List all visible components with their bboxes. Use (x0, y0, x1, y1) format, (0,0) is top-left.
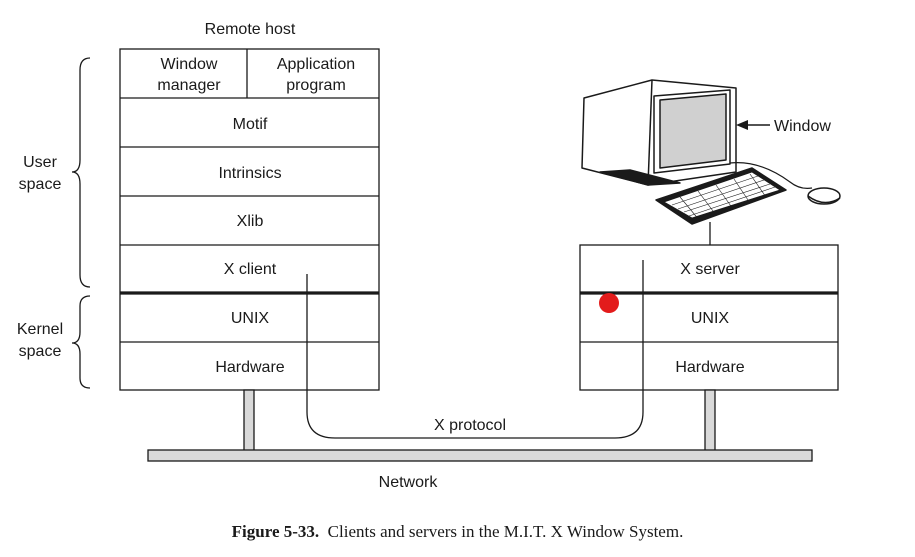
window-manager-label-1: Window (161, 56, 218, 73)
kernel-space-brace (71, 295, 91, 389)
x-server-label: X server (680, 261, 740, 278)
xlib-label: Xlib (237, 213, 264, 230)
application-program-label-1: Application (277, 56, 355, 73)
network-label: Network (379, 474, 439, 491)
kernel-space-label-2: space (19, 343, 62, 360)
intrinsics-label: Intrinsics (218, 165, 281, 182)
window-arrow-head (736, 120, 748, 130)
caption-text: Clients and servers in the M.I.T. X Wind… (327, 522, 684, 541)
hardware-right-label: Hardware (675, 359, 744, 376)
application-program-label-2: program (286, 77, 346, 94)
server-stack (579, 222, 839, 391)
figure-caption: Figure 5-33. Clients and servers in the … (0, 522, 915, 542)
network-bar (147, 449, 813, 462)
unix-right-label: UNIX (691, 310, 730, 327)
workstation-icon (581, 79, 841, 225)
kernel-space-label-1: Kernel (17, 321, 63, 338)
unix-left-label: UNIX (231, 310, 270, 327)
motif-label: Motif (233, 116, 268, 133)
remote-host-label: Remote host (205, 21, 296, 38)
red-dot-marker (599, 293, 619, 313)
user-space-label-1: User (23, 154, 57, 171)
window-manager-label-2: manager (157, 77, 221, 94)
figure-number: Figure 5-33. (231, 522, 320, 541)
user-space-label-2: space (19, 176, 62, 193)
x-protocol-label: X protocol (434, 417, 506, 434)
user-space-brace (71, 57, 91, 288)
x-client-label: X client (224, 261, 277, 278)
x-protocol-link (306, 260, 644, 439)
hardware-left-label: Hardware (215, 359, 284, 376)
window-label: Window (774, 118, 831, 135)
